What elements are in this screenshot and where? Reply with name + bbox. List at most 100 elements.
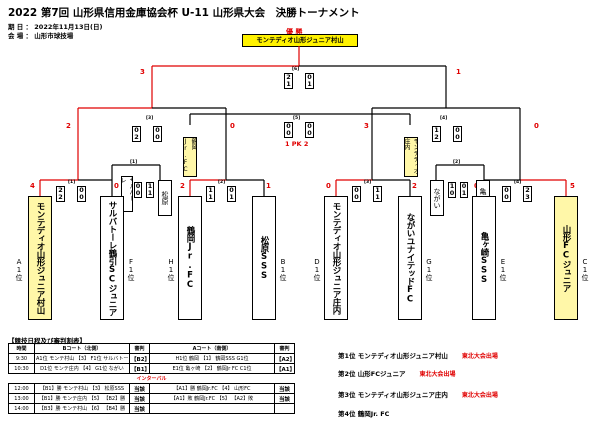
schedule-a-match: 【A1】敗 鶴岡Jr.FC 【5】 【A2】敗 <box>149 393 275 404</box>
schedule-time: 13:00 <box>8 393 35 404</box>
seed-e1: E1位 <box>499 257 507 281</box>
qf1-round-no: [1] <box>68 180 76 185</box>
qf4-round-no: [4] <box>514 180 522 185</box>
schedule-b-match: 【B1】勝 モンテ庄内 【5】 【B2】勝 <box>34 393 130 404</box>
schedule-time: 12:00 <box>8 383 35 394</box>
semi2-right-total: 0 <box>534 122 539 130</box>
qf1-right-total: 0 <box>114 182 119 190</box>
third-pk-label: 1 PK 2 <box>285 140 309 148</box>
third-round-no: [5] <box>293 116 301 121</box>
qf2-right-total: 1 <box>266 182 271 190</box>
team-b1: 松原SSS <box>252 196 276 320</box>
result-4th: 第4位 鶴岡Jr. FC <box>338 410 390 418</box>
schedule-a-ref: 当該 <box>274 383 295 394</box>
schedule-row: 9:30 A1位 モンテ村山 【3】 F1位 サルバトーレ 【B2】 H1位 鶴… <box>8 353 295 364</box>
champion-label: 優 勝 <box>286 28 303 36</box>
event-date: 期 日 ： 2022年11月13日(日) <box>8 23 103 31</box>
schedule-interval: インターバル <box>8 373 295 384</box>
schedule-a-ref: 当該 <box>274 393 295 404</box>
r1-1-team-right: 松原 <box>158 180 172 216</box>
semi1-right-total: 0 <box>230 122 235 130</box>
seed-f1: F1位 <box>127 257 135 281</box>
qf2-left-total: 2 <box>180 182 185 190</box>
schedule-header-b: Bコート（北側） <box>34 343 130 354</box>
qf3-left-total: 0 <box>326 182 331 190</box>
qf2-round-no: [2] <box>218 180 226 185</box>
schedule-header-row: 時間 Bコート（北側） 審判 Aコート（南側） 審判 <box>8 343 295 354</box>
schedule-b-ref: 当該 <box>129 403 150 414</box>
r1-1-round-no: [1] <box>130 160 138 165</box>
result-2nd: 第2位 山形FCジュニア東北大会出場 <box>338 370 456 378</box>
r1-1-team-left: サルバトーレ <box>121 176 133 212</box>
schedule-row: 13:00 【B1】勝 モンテ庄内 【5】 【B2】勝 当該 【A1】敗 鶴岡J… <box>8 393 295 404</box>
seed-d1: D1位 <box>313 257 321 281</box>
team-d1: モンテディオ山形ジュニア庄内 <box>324 196 348 320</box>
schedule-b-match: D1位 モンテ庄内 【4】 G1位 ながい <box>34 363 130 374</box>
seed-g1: G1位 <box>425 257 433 281</box>
schedule-title: 【競技日程及び審判割表】 <box>8 337 86 345</box>
schedule-time: 10:30 <box>8 363 35 374</box>
schedule-interval-row: インターバル <box>8 373 295 384</box>
schedule-time: 14:00 <box>8 403 35 414</box>
result-1st: 第1位 モンテディオ山形ジュニア村山東北大会出場 <box>338 352 498 360</box>
seed-h1: H1位 <box>167 257 175 281</box>
r1-2-team-left: ながい <box>430 180 444 216</box>
schedule-b-match: 【B3】勝 モンテ村山 【6】 【B4】勝 <box>34 403 130 414</box>
schedule-header-a: Aコート（南側） <box>149 343 275 354</box>
third-place-team-right: モンテディオ庄内 <box>404 137 418 177</box>
schedule-a-match: H1位 鶴岡 【1】 鶴岡SSS G1位 <box>149 353 275 364</box>
page-title: 2022 第7回 山形県信用金庫協会杯 U-11 山形県大会 決勝トーナメント <box>8 7 360 19</box>
event-venue: 会 場 ： 山形市球技場 <box>8 32 74 40</box>
team-h1: 鶴岡Jr.FC <box>178 196 202 320</box>
qf3-right-total: 2 <box>412 182 417 190</box>
schedule-b-ref: 当該 <box>129 393 150 404</box>
schedule-a-ref: 【A1】 <box>274 363 295 374</box>
schedule-b-ref: 【B1】 <box>129 363 150 374</box>
schedule-header-bref: 審判 <box>129 343 150 354</box>
schedule-header-time: 時間 <box>8 343 35 354</box>
schedule-time: 9:30 <box>8 353 35 364</box>
champion-box: モンテディオ山形ジュニア村山 <box>242 34 358 47</box>
schedule-b-match: 【B1】勝 モンテ村山 【3】 松原SSS <box>34 383 130 394</box>
semi2-round-no: [4] <box>440 116 448 121</box>
semi2-left-total: 3 <box>364 122 369 130</box>
schedule-table: 時間 Bコート（北側） 審判 Aコート（南側） 審判 9:30 A1位 モンテ村… <box>8 343 295 414</box>
schedule-b-ref: 当該 <box>129 383 150 394</box>
seed-b1: B1位 <box>279 257 287 281</box>
final-right-total: 1 <box>456 68 461 76</box>
qf1-left-total: 4 <box>30 182 35 190</box>
schedule-b-ref: 【B2】 <box>129 353 150 364</box>
seed-a1: A1位 <box>15 257 23 281</box>
qf4-right-total: 5 <box>570 182 575 190</box>
team-a1: モンテディオ山形ジュニア村山 <box>28 196 52 320</box>
schedule-row: 12:00 【B1】勝 モンテ村山 【3】 松原SSS 当該 【A1】勝 鶴岡J… <box>8 383 295 394</box>
schedule-b-match: A1位 モンテ村山 【3】 F1位 サルバトーレ <box>34 353 130 364</box>
r1-2-round-no: [2] <box>453 160 461 165</box>
final-left-total: 3 <box>140 68 145 76</box>
schedule-a-match: E1位 亀ヶ崎 【2】 鶴岡Jr FC C1位 <box>149 363 275 374</box>
qf3-round-no: [3] <box>364 180 372 185</box>
schedule-row: 14:00 【B3】勝 モンテ村山 【6】 【B4】勝 当該 <box>8 403 295 414</box>
schedule-a-ref: 【A2】 <box>274 353 295 364</box>
schedule-a-match <box>149 403 275 414</box>
seed-c1: C1位 <box>581 257 589 281</box>
schedule-header-aref: 審判 <box>274 343 295 354</box>
